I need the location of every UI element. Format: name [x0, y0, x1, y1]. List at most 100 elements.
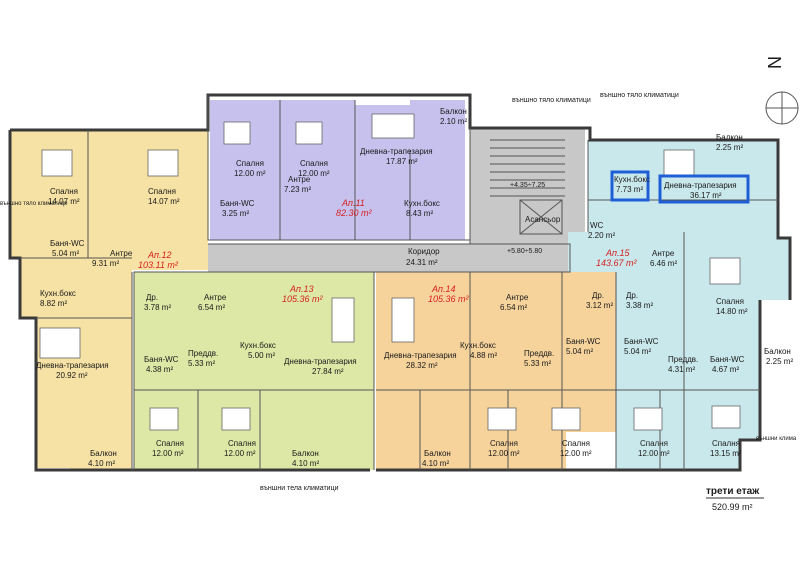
apt13-room-area: 5.00 m² [248, 351, 275, 360]
level-b-label: +5.80÷5.80 [507, 248, 542, 255]
apt12-area: 103.11 m² [138, 260, 179, 270]
apt11-room-name: Балкон [440, 107, 467, 116]
apt11-labels: Ап.11 82.30 m² Спалня 12.00 m² Спалня 12… [220, 107, 467, 218]
apt13-room-area: 4.38 m² [146, 365, 173, 374]
apt15-room-name: Баня-WC [624, 337, 659, 346]
apt14-room-name: Преддв. [524, 349, 554, 358]
apt13-room-name: Спалня [228, 439, 256, 448]
apt15-room-name: Балкон [764, 347, 791, 356]
highlights [610, 170, 750, 204]
apt12-balcony-zone[interactable] [70, 438, 132, 470]
level-a-label: +4.35÷7.25 [510, 182, 545, 189]
apt12-room-area: 14.07 m² [148, 197, 180, 206]
apt15-zone[interactable] [568, 140, 790, 470]
floor-summary: трети етаж 520.99 m² [706, 486, 764, 512]
corridor-area: 24.31 m² [406, 258, 438, 267]
north-marker: N [764, 56, 799, 125]
apt15-room-area: 6.46 m² [650, 259, 677, 268]
note-ext-units-bottom: външни тела климатици [260, 485, 339, 492]
apt14-room-name: Антре [506, 293, 529, 302]
apt11-room-name: Антре [288, 175, 311, 184]
apt12-id: Ап.12 [147, 250, 171, 260]
apt13-room-area: 12.00 m² [152, 449, 184, 458]
apt12-room-name: Балкон [90, 449, 117, 458]
apt11-room-area: 8.43 m² [406, 209, 433, 218]
apt14-room-area: 6.54 m² [500, 303, 527, 312]
apt14-room-area: 4.88 m² [470, 351, 497, 360]
apt13-room-name: Кухн.бокс [240, 341, 276, 350]
apt11-area: 82.30 m² [336, 208, 373, 218]
apt15-room-area: 5.04 m² [624, 347, 651, 356]
apt11-room-area: 12.00 m² [298, 169, 330, 178]
apt14-right-zone[interactable] [566, 272, 616, 432]
walls [8, 93, 792, 472]
apt12-room-name: Спалня [148, 187, 176, 196]
apt15-room-name: Спалня [716, 297, 744, 306]
apt15-room-area: 2.25 m² [716, 143, 743, 152]
apt12-room-name: Баня-WC [50, 239, 85, 248]
apt12-room-area: 8.82 m² [40, 299, 67, 308]
apt11-id: Ап.11 [341, 198, 365, 208]
apt14-labels: Ап.14 105.36 m² Антре 6.54 m² Др. 3.12 m… [384, 284, 613, 458]
apt15-room-area: 13.15 m² [710, 449, 742, 458]
apt15-room-area: 4.67 m² [712, 365, 739, 374]
apt14-room-name: Баня-WC [566, 337, 601, 346]
apt12-zone[interactable] [10, 130, 208, 318]
note-ext-unit-top: външно тяло климатици [512, 97, 591, 104]
apt13-room-area: 4.10 m² [292, 459, 319, 468]
apt15-area: 143.67 m² [596, 258, 638, 268]
apt12-room-name: Дневна-трапезария [36, 361, 109, 370]
apt11-room-area: 3.25 m² [222, 209, 249, 218]
apt15-room-area: 12.00 m² [638, 449, 670, 458]
apt13-labels: Ап.13 105.36 m² Др. 3.78 m² Антре 6.54 m… [144, 284, 451, 468]
apt12-labels: Ап.12 103.11 m² Спалня 14.07 m² Спалня 1… [36, 187, 180, 468]
apt13-room-area: 3.78 m² [144, 303, 171, 312]
apt15-labels: Ап.15 143.67 m² Кухн.бокс 7.73 m² Дневна… [588, 133, 793, 458]
apt13-room-name: Дневна-трапезария [284, 357, 357, 366]
apt13-room-name: Баня-WC [144, 355, 179, 364]
apt13-room-area: 12.00 m² [224, 449, 256, 458]
apt12-room-name: Антре [110, 249, 133, 258]
apt11-room-area: 17.87 m² [386, 157, 418, 166]
apt13-room-area: 27.84 m² [312, 367, 344, 376]
apt15-room-area: 2.25 m² [766, 357, 793, 366]
apt13-room-area: 5.33 m² [188, 359, 215, 368]
apt12-room-area: 20.92 m² [56, 371, 88, 380]
apt11-room-area: 2.10 m² [440, 117, 467, 126]
apt12-room-area: 14.07 m² [48, 197, 80, 206]
kitchen-highlight [610, 170, 650, 202]
apt-zones [10, 100, 790, 470]
apt13-room-name: Преддв. [188, 349, 218, 358]
apt15-room-name: Кухн.бокс [614, 175, 650, 184]
apt13-id: Ап.13 [289, 284, 313, 294]
apt14-room-area: 5.04 m² [566, 347, 593, 356]
apt14-room-name: Др. [592, 291, 604, 300]
apt13-room-name: Балкон [424, 449, 451, 458]
apt13-bottom-zone[interactable] [134, 440, 374, 470]
apt12-room-area: 4.10 m² [88, 459, 115, 468]
apt15-room-name: Спалня [712, 439, 740, 448]
apt12-room-name: Спалня [50, 187, 78, 196]
apt14-room-name: Спалня [490, 439, 518, 448]
apt14-area: 105.36 m² [428, 294, 470, 304]
note-ext-unit-right: външни клима [756, 436, 797, 442]
apt14-room-name: Спалня [562, 439, 590, 448]
apt11-room-name: Кухн.бокс [404, 199, 440, 208]
apt15-room-area: 7.73 m² [616, 185, 643, 194]
apt13-room-area: 6.54 m² [198, 303, 225, 312]
common-labels: Коридор 24.31 m² Асансьор +4.35÷7.25 +5.… [406, 182, 561, 267]
apt12-room-name: Кухн.бокс [40, 289, 76, 298]
apt15-room-area: 14.80 m² [716, 307, 748, 316]
apt13-room-name: Антре [204, 293, 227, 302]
note-ext-unit-top-right: външно тяло климатици [600, 92, 679, 99]
apt12-room-area: 9.31 m² [92, 259, 119, 268]
apt11-room-area: 7.23 m² [284, 185, 311, 194]
corridor-name: Коридор [408, 247, 440, 256]
floor-title: трети етаж [706, 486, 760, 497]
apt15-room-name: Баня-WC [710, 355, 745, 364]
apt15-room-name: Преддв. [668, 355, 698, 364]
north-letter: N [764, 56, 784, 69]
apt13-room-area: 4.10 m² [422, 459, 449, 468]
elevator-label: Асансьор [525, 215, 561, 224]
